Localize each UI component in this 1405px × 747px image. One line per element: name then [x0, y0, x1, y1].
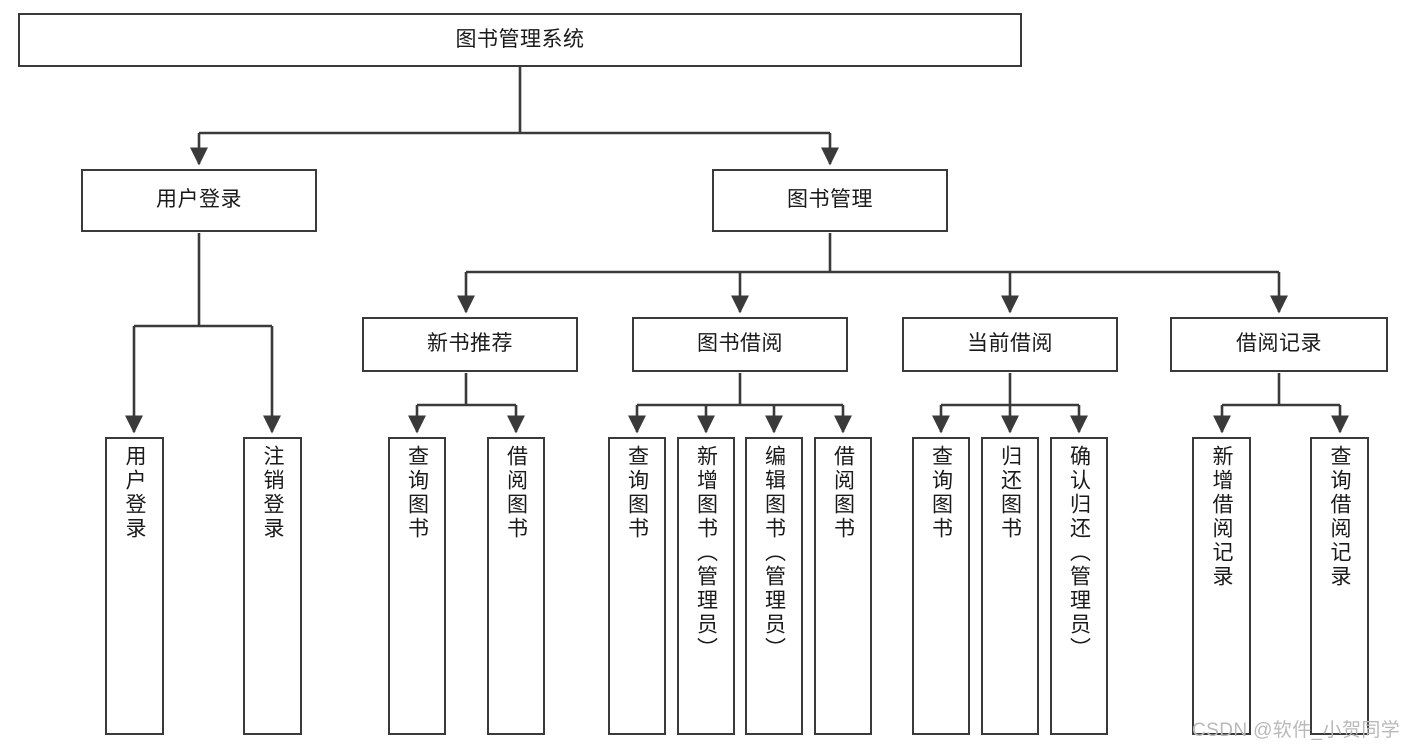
node-label: 新书推荐 — [427, 332, 513, 356]
node-label: 查询图书 — [625, 445, 649, 541]
node-label: 注销登录 — [261, 445, 284, 541]
node-root-book-management-system[interactable]: 图书管理系统 — [18, 13, 1022, 67]
node-label: 图书管理 — [787, 188, 873, 212]
node-label: 查询图书 — [929, 445, 953, 541]
node-new-book-recommendation[interactable]: 新书推荐 — [362, 317, 578, 372]
node-label: 用户登录 — [156, 188, 242, 212]
node-label: 图书借阅 — [697, 332, 783, 356]
node-user-login[interactable]: 用户登录 — [81, 169, 317, 232]
node-label: 当前借阅 — [967, 332, 1053, 356]
leaf-borrow-record-query-record[interactable]: 查询借阅记录 — [1310, 437, 1369, 735]
leaf-current-borrow-confirm-return-admin[interactable]: 确认归还（管理员） — [1050, 437, 1108, 735]
leaf-new-book-query-books[interactable]: 查询图书 — [388, 437, 446, 735]
leaf-borrow-record-add-record[interactable]: 新增借阅记录 — [1192, 437, 1251, 735]
node-label: 借阅图书 — [831, 445, 855, 541]
leaf-book-borrow-query-books[interactable]: 查询图书 — [608, 437, 666, 735]
leaf-book-borrow-borrow-books[interactable]: 借阅图书 — [814, 437, 872, 735]
node-label: 编辑图书（管理员） — [762, 445, 786, 661]
leaf-current-borrow-query-books[interactable]: 查询图书 — [912, 437, 970, 735]
node-label: 查询借阅记录 — [1328, 445, 1351, 589]
leaf-user-login-logout[interactable]: 注销登录 — [243, 437, 302, 735]
leaf-new-book-borrow-books[interactable]: 借阅图书 — [487, 437, 545, 735]
node-label: 用户登录 — [123, 445, 146, 541]
node-label: 图书管理系统 — [455, 27, 585, 51]
node-label: 借阅图书 — [504, 445, 528, 541]
node-label: 归还图书 — [998, 445, 1022, 541]
node-label: 新增借阅记录 — [1210, 445, 1233, 589]
node-current-borrowing[interactable]: 当前借阅 — [902, 317, 1118, 372]
leaf-user-login-login[interactable]: 用户登录 — [105, 437, 164, 735]
node-label: 新增图书（管理员） — [694, 445, 718, 661]
node-label: 确认归还（管理员） — [1067, 445, 1091, 661]
leaf-book-borrow-add-book-admin[interactable]: 新增图书（管理员） — [677, 437, 735, 735]
node-book-borrowing[interactable]: 图书借阅 — [632, 317, 848, 372]
node-label: 借阅记录 — [1236, 332, 1322, 356]
node-book-management[interactable]: 图书管理 — [712, 169, 948, 232]
leaf-book-borrow-edit-book-admin[interactable]: 编辑图书（管理员） — [745, 437, 803, 735]
node-label: 查询图书 — [405, 445, 429, 541]
node-borrowing-record[interactable]: 借阅记录 — [1170, 317, 1388, 372]
leaf-current-borrow-return-books[interactable]: 归还图书 — [981, 437, 1039, 735]
watermark-credit: CSDN @软件_小贺同学 — [1192, 720, 1401, 741]
